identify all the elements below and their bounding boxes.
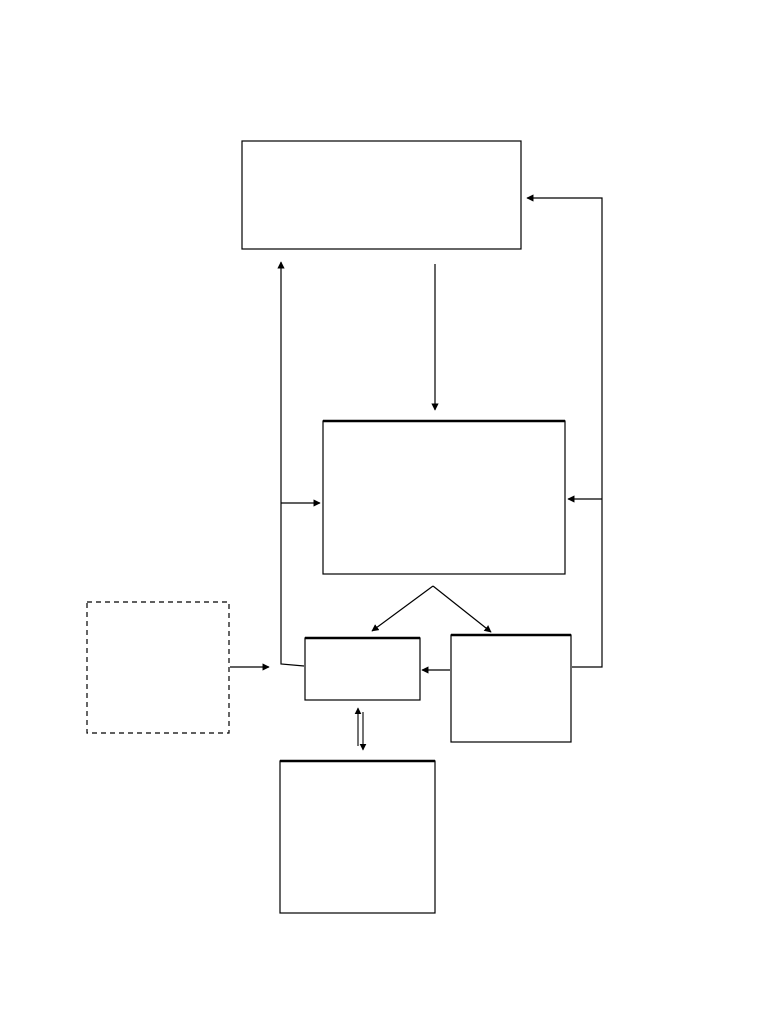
- arrow-middle-to-small-left: [371, 585, 434, 632]
- right-box: [450, 634, 572, 743]
- external-dashed-box: [86, 601, 230, 734]
- arrow-middle-to-right: [432, 585, 492, 633]
- arrow-left-to-top: [277, 261, 305, 667]
- bottom-box: [279, 760, 436, 914]
- small-left-box: [304, 637, 421, 701]
- top-box: [241, 140, 522, 250]
- arrow-right-to-top: [526, 194, 603, 668]
- middle-box: [322, 420, 566, 575]
